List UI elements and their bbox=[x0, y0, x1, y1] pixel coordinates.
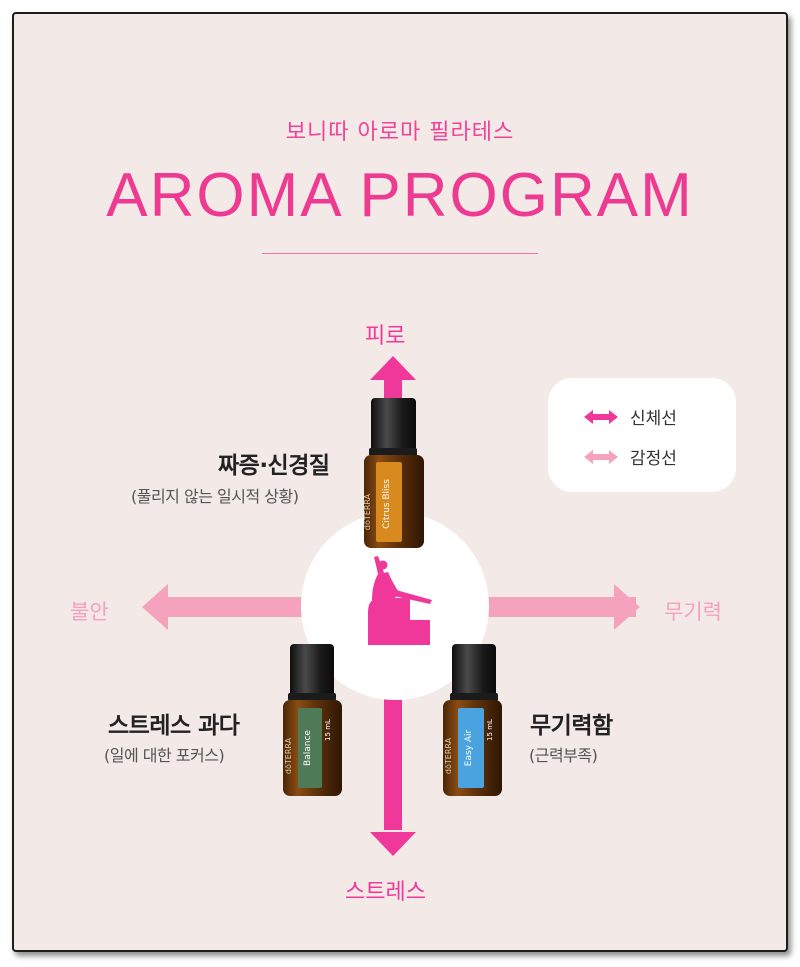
legend-label-emotion: 감정선 bbox=[630, 449, 677, 469]
bottle-size-balance: 15 mL bbox=[324, 719, 332, 741]
group-title-stress: 스트레스 과다 bbox=[108, 713, 240, 739]
bottle-label-citrus: Citrus Bliss bbox=[382, 479, 392, 529]
bottle-brand-citrus: dōTERRA bbox=[363, 493, 372, 530]
bottle-size-easyair: 15 mL bbox=[486, 719, 494, 741]
axis-label-right: 무기력 bbox=[664, 600, 722, 624]
legend-item-emotion: 감정선 bbox=[584, 444, 677, 469]
bottle-label-balance: Balance bbox=[303, 730, 313, 766]
group-sub-stress: (일에 대한 포커스) bbox=[104, 746, 225, 765]
legend: 신체선 감정선 bbox=[548, 378, 736, 492]
group-title-lethargy: 무기력함 bbox=[530, 713, 613, 739]
page-title: AROMA PROGRAM bbox=[106, 161, 694, 230]
bottle-balance: Balance dōTERRA 15 mL bbox=[283, 644, 342, 796]
divider bbox=[262, 253, 538, 254]
subtitle: 보니따 아로마 필라테스 bbox=[285, 120, 515, 145]
legend-label-body: 신체선 bbox=[630, 409, 677, 429]
axis-label-bottom: 스트레스 bbox=[345, 880, 426, 905]
bottle-brand-easyair: dōTERRA bbox=[444, 737, 453, 774]
bottle-citrus-bliss: Citrus Bliss dōTERRA bbox=[363, 398, 424, 548]
bottle-easy-air: Easy Air dōTERRA 15 mL bbox=[443, 644, 502, 796]
double-arrow-icon bbox=[584, 449, 618, 464]
group-title-irritation: 짜증·신경질 bbox=[218, 453, 330, 479]
bottle-brand-balance: dōTERRA bbox=[284, 737, 293, 774]
group-sub-lethargy: (근력부족) bbox=[529, 746, 598, 765]
double-arrow-icon bbox=[584, 409, 618, 424]
axis-label-left: 불안 bbox=[70, 600, 109, 624]
group-sub-irritation: (풀리지 않는 일시적 상황) bbox=[131, 487, 299, 506]
bottle-label-easyair: Easy Air bbox=[464, 729, 474, 766]
axis-label-top: 피로 bbox=[365, 324, 406, 349]
legend-item-body: 신체선 bbox=[584, 404, 677, 429]
